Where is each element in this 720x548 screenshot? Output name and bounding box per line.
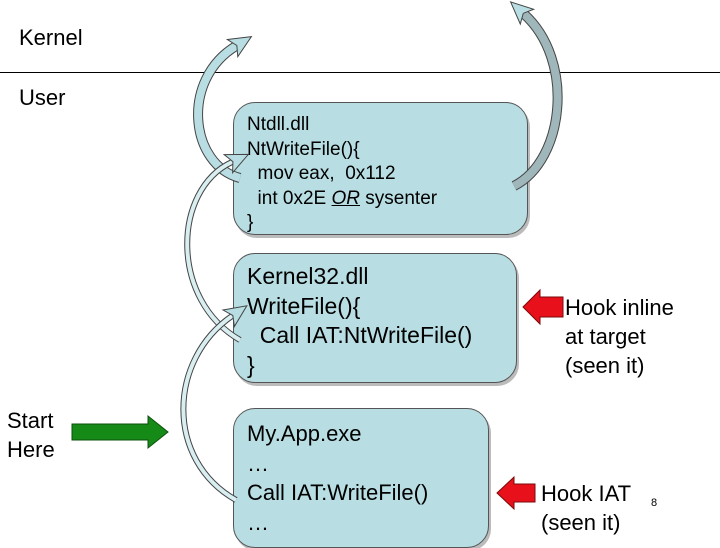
myapp-dots1: … bbox=[247, 450, 269, 476]
kernel32-to-ntdll-arrow bbox=[184, 153, 250, 343]
hook-iat-line2: (seen it) bbox=[541, 510, 621, 535]
start-line2: Here bbox=[7, 437, 55, 462]
ntdll-line2: int 0x2E OR sysenter bbox=[247, 187, 527, 212]
hook-inline-line3: (seen it) bbox=[565, 353, 645, 378]
ntdll-title: Ntdll.dll bbox=[247, 114, 310, 135]
ntdll-line2-pre: int 0x2E bbox=[247, 187, 332, 209]
myapp-box: My.App.exe … Call IAT:WriteFile() … bbox=[233, 408, 489, 548]
hook-inline-line1: Hook inline bbox=[565, 295, 674, 320]
hook-iat-line1: Hook IAT bbox=[541, 481, 632, 506]
kernel32-line1: Call IAT:NtWriteFile() bbox=[247, 322, 473, 348]
hook-iat-label: Hook IAT (seen it) bbox=[541, 479, 631, 537]
ntdll-box: Ntdll.dll NtWriteFile(){ mov eax, 0x112 … bbox=[233, 102, 528, 235]
myapp-title: My.App.exe bbox=[247, 421, 362, 446]
kernel32-box: Kernel32.dll WriteFile(){ Call IAT:NtWri… bbox=[233, 253, 517, 383]
myapp-to-kernel32-arrow bbox=[180, 305, 248, 503]
ntdll-func: NtWriteFile(){ bbox=[247, 138, 360, 160]
ntdll-line2-post: sysenter bbox=[360, 187, 438, 209]
ntdll-line1: mov eax, 0x112 bbox=[247, 163, 396, 184]
hook-iat-red-arrow bbox=[496, 475, 536, 511]
sysret-arrow bbox=[509, 1, 563, 191]
ntdll-or: OR bbox=[331, 187, 361, 209]
hook-inline-red-arrow bbox=[522, 288, 564, 326]
syscall-up-arrow bbox=[193, 36, 253, 183]
start-green-arrow bbox=[71, 414, 169, 450]
hook-inline-label: Hook inline at target (seen it) bbox=[565, 293, 674, 380]
kernel32-title: Kernel32.dll bbox=[247, 263, 369, 289]
ntdll-close: } bbox=[247, 212, 254, 233]
page-number: 8 bbox=[651, 497, 658, 509]
hook-inline-line2: at target bbox=[565, 324, 646, 349]
kernel32-func: WriteFile(){ bbox=[247, 292, 361, 319]
user-label: User bbox=[19, 85, 66, 110]
start-line1: Start bbox=[7, 408, 54, 433]
kernel-label: Kernel bbox=[19, 25, 83, 50]
kernel-user-divider bbox=[0, 72, 720, 73]
start-here-label: Start Here bbox=[7, 406, 55, 464]
myapp-dots2: … bbox=[247, 509, 269, 535]
myapp-line1: Call IAT:WriteFile() bbox=[247, 480, 429, 505]
kernel32-close: } bbox=[247, 351, 255, 378]
